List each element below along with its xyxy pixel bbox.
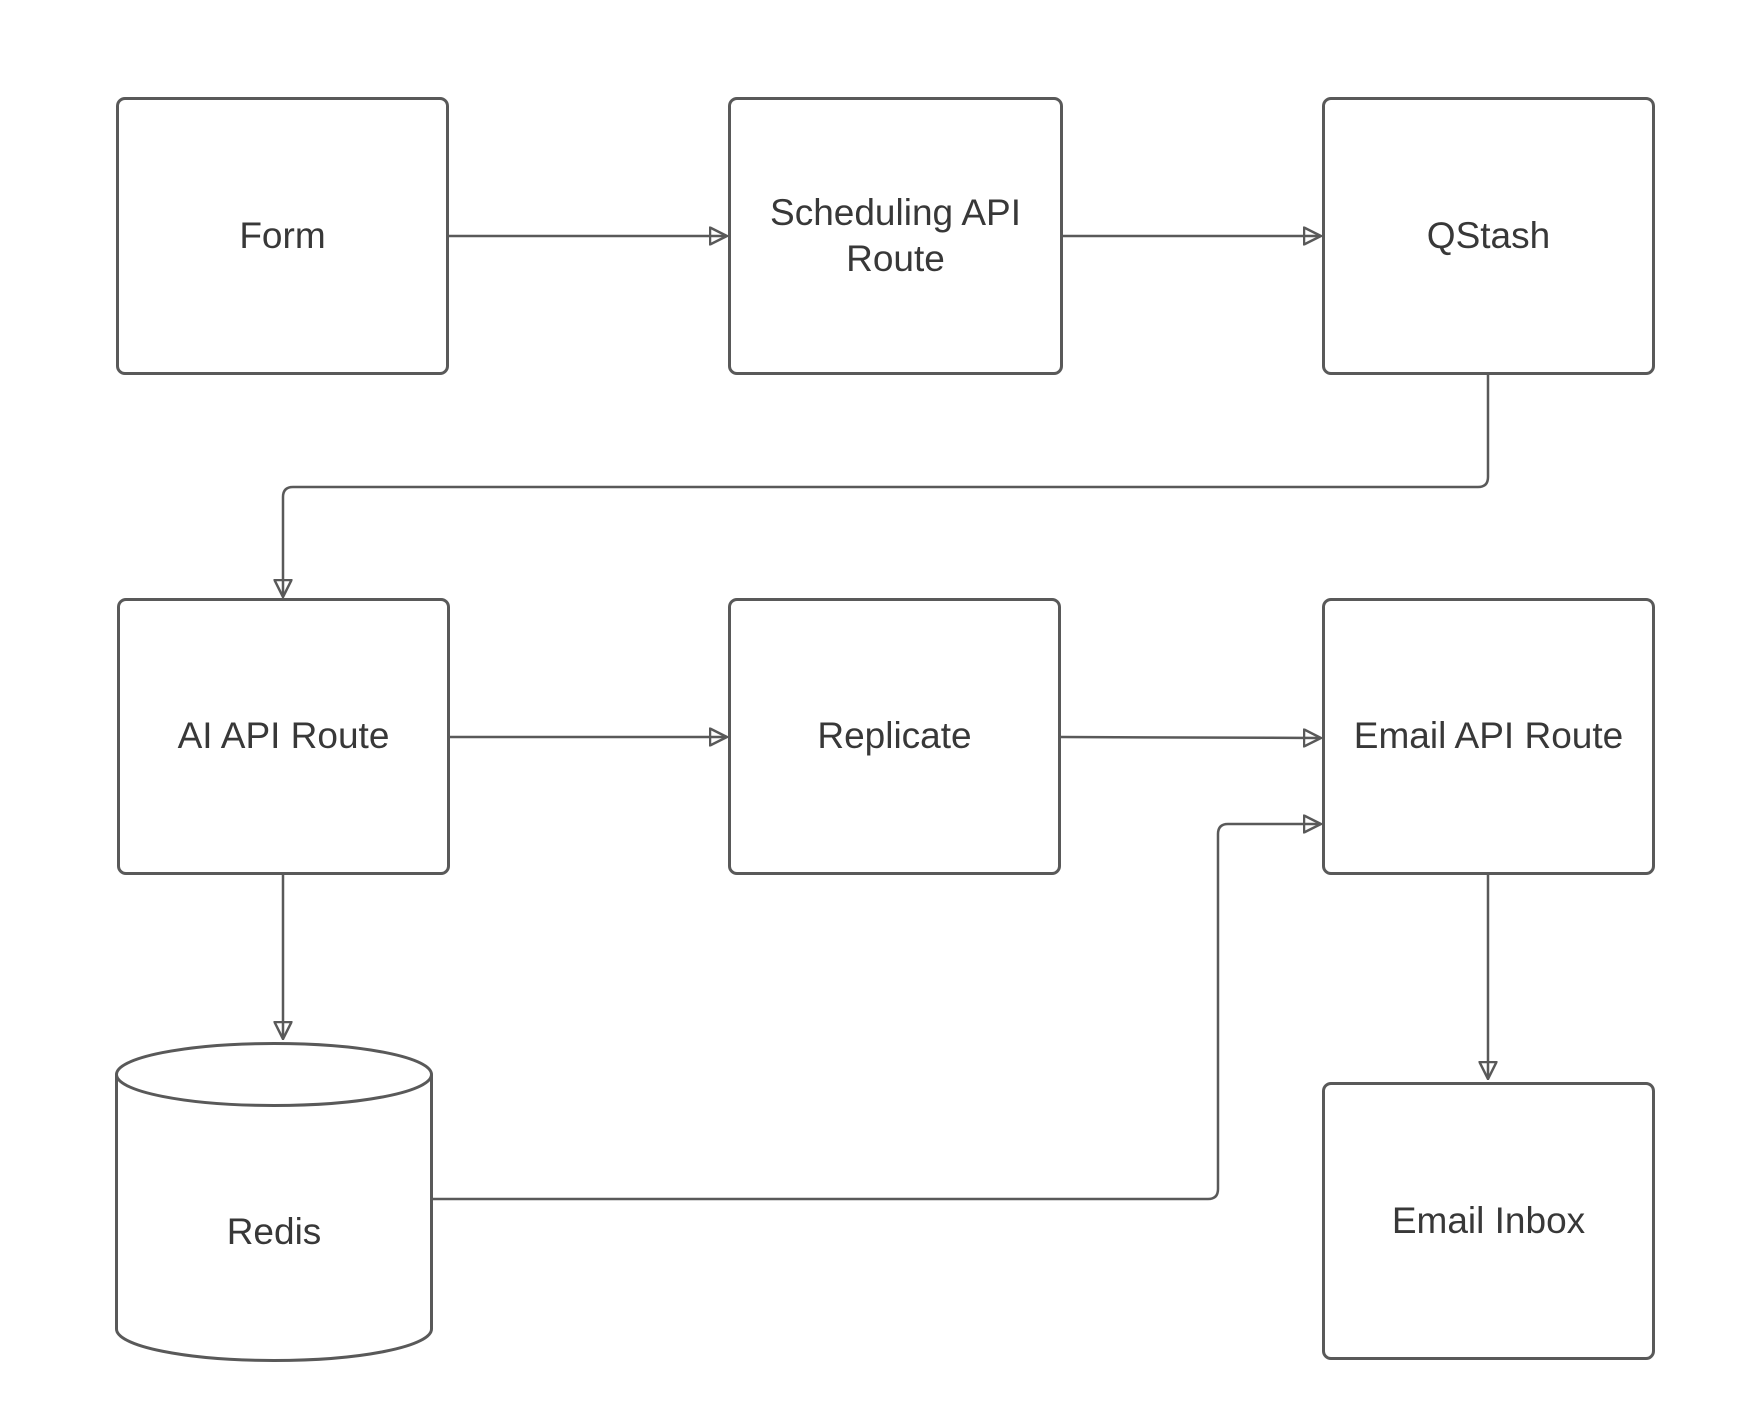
- node-email-inbox: Email Inbox: [1322, 1082, 1655, 1360]
- node-form-label: Form: [239, 214, 326, 256]
- node-scheduling-api-route-label: Scheduling API Route: [770, 191, 1021, 279]
- node-email-api-route-label: Email API Route: [1353, 715, 1624, 757]
- node-email-api-route: Email API Route: [1322, 598, 1655, 875]
- node-replicate-label: Replicate: [817, 715, 972, 757]
- edge-redis-to-email-api-route: [433, 824, 1320, 1201]
- edge-qstash-to-ai-api-route: [283, 375, 1490, 596]
- node-ai-api-route: AI API Route: [117, 598, 450, 875]
- edge-replicate-to-email-api-route: [1060, 737, 1320, 738]
- node-email-inbox-label: Email Inbox: [1391, 1199, 1586, 1241]
- node-redis-label: Redis: [226, 1211, 322, 1252]
- database-cylinder-icon: [115, 1042, 433, 1362]
- node-scheduling-api-route: Scheduling API Route: [728, 97, 1063, 375]
- node-form: Form: [116, 97, 449, 375]
- node-qstash: QStash: [1322, 97, 1655, 375]
- node-qstash-label: QStash: [1426, 214, 1551, 256]
- node-ai-api-route-label: AI API Route: [177, 715, 390, 757]
- node-replicate: Replicate: [728, 598, 1061, 875]
- node-redis: Redis: [115, 1042, 433, 1362]
